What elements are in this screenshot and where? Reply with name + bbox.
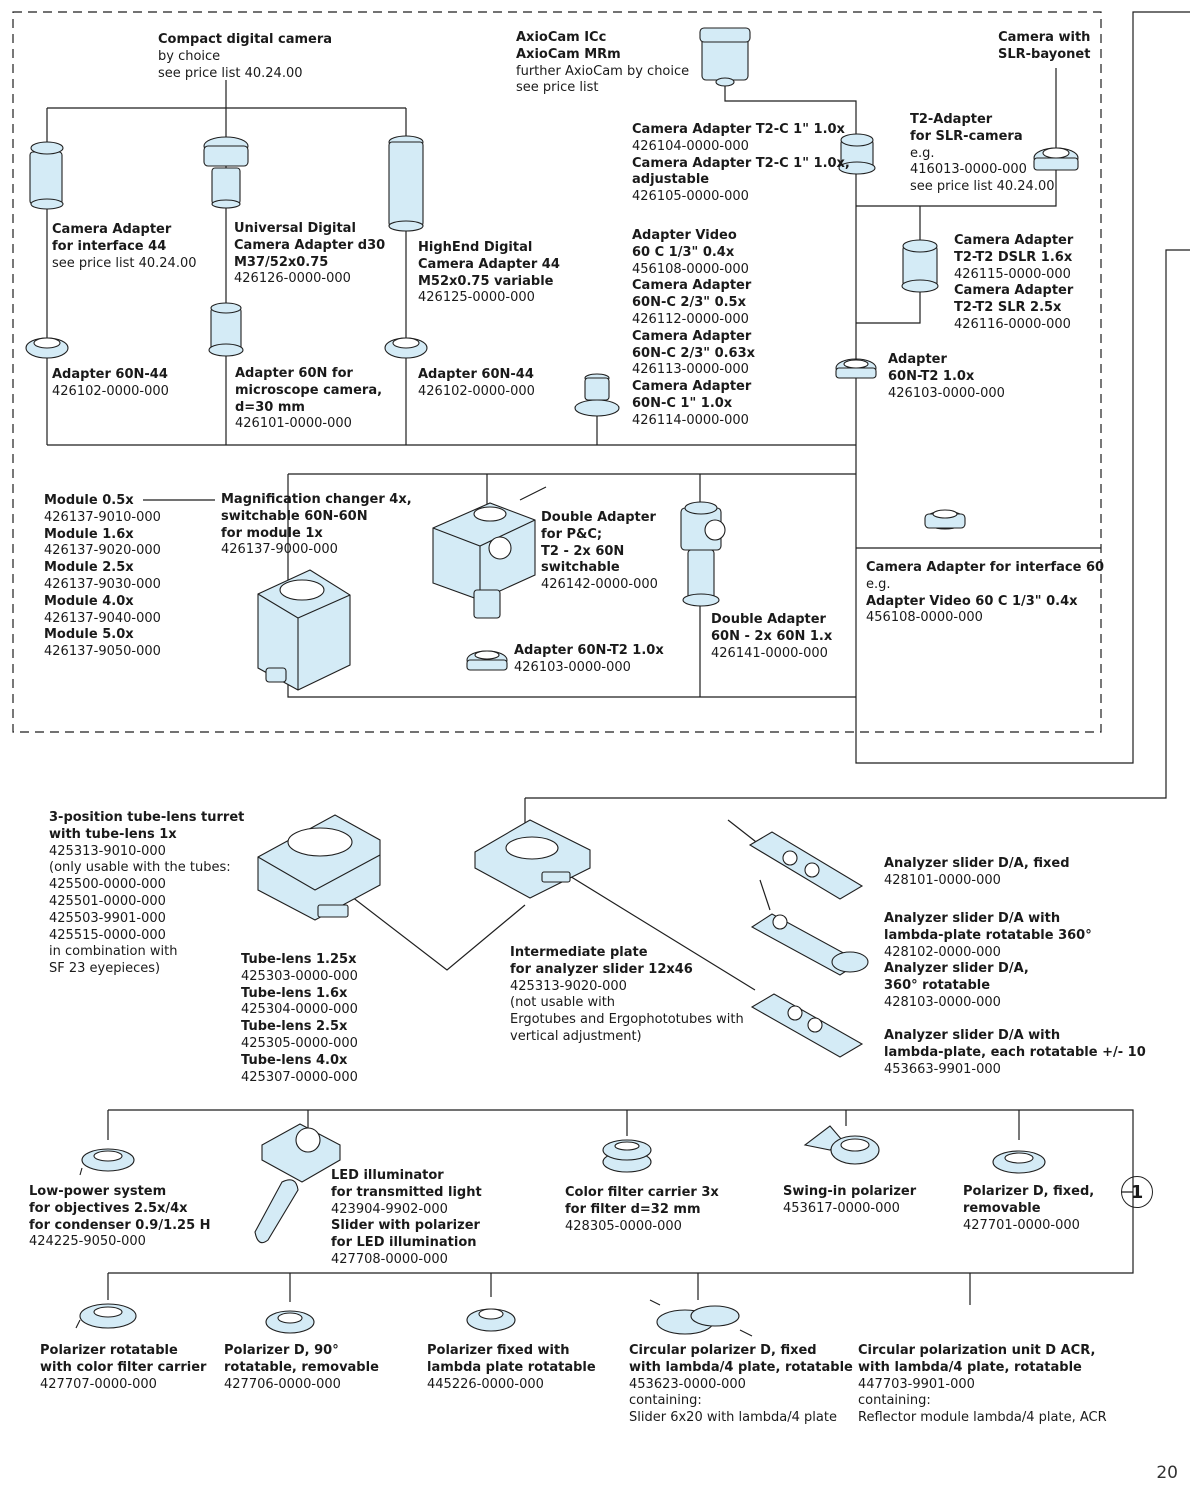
analyzer-lambda-rot-label: Analyzer slider D/A with lambda-plate ro…	[884, 911, 1092, 1010]
page-number: 20	[1156, 1463, 1178, 1483]
polarizer-bus-bottom	[107, 1192, 1134, 1305]
highend-camera-adapter-icon	[388, 135, 424, 232]
led-illuminator-icon	[254, 1123, 341, 1244]
tube-lenses-label: Tube-lens 1.25x 425303-0000-000 Tube-len…	[241, 952, 358, 1085]
camera-adapter-t2c-icon	[838, 133, 876, 175]
adapter-video-icon	[574, 373, 620, 417]
adapter-60n44-left-label: Adapter 60N-44 426102-0000-000	[52, 367, 169, 399]
tube-lens-turret-label: 3-position tube-lens turret with tube-le…	[49, 810, 245, 977]
camera-adapter-60-icon	[924, 509, 966, 530]
compact-camera-label: Compact digital camera by choice see pri…	[158, 32, 333, 81]
turret-branch	[329, 798, 771, 991]
polarizer-lambda-icon	[466, 1308, 516, 1332]
camera-adapter-44-icon	[29, 141, 64, 210]
adapter-60n-t2-top-icon	[835, 358, 877, 379]
polarizer-90-icon	[265, 1310, 315, 1334]
t2-adapter-slr-label: T2-Adapter for SLR-camera e.g. 416013-00…	[910, 112, 1055, 195]
camera-adapter-t2t2-icon	[901, 239, 939, 293]
double-adapter-60n-label: Double Adapter 60N - 2x 60N 1.x 426141-0…	[711, 612, 833, 661]
double-adapter-pc-label: Double Adapter for P&C; T2 - 2x 60N swit…	[541, 510, 658, 593]
adapter-video-group-label: Adapter Video 60 C 1/3" 0.4x 456108-0000…	[632, 228, 756, 428]
camera-adapter-60-label: Camera Adapter for interface 60 e.g. Ada…	[866, 560, 1105, 626]
adapter-60n44-mid-label: Adapter 60N-44 426102-0000-000	[418, 367, 535, 399]
adapter-60n-44-mid-icon	[384, 337, 428, 359]
circular-polarizer-d-label: Circular polarizer D, fixed with lambda/…	[629, 1343, 853, 1426]
camera-slr-label: Camera with SLR-bayonet	[998, 30, 1091, 62]
low-power-label: Low-power system for objectives 2.5x/4x …	[29, 1184, 211, 1250]
intermediate-plate-icon	[474, 819, 591, 899]
double-adapter-60n-icon	[680, 501, 726, 607]
axiocam-icon	[699, 27, 751, 87]
connector-right-1	[855, 11, 1190, 764]
adapter-60n-microscope-label: Adapter 60N for microscope camera, d=30 …	[235, 366, 383, 432]
analyzer-lambda-each-label: Analyzer slider D/A with lambda-plate, e…	[884, 1028, 1146, 1077]
universal-camera-adapter-label: Universal Digital Camera Adapter d30 M37…	[234, 221, 386, 287]
swing-polarizer-label: Swing-in polarizer 453617-0000-000	[783, 1184, 917, 1216]
circular-polarizer-d-icon	[649, 1299, 753, 1337]
polarizer-bus-top	[107, 1109, 1134, 1193]
intermediate-plate-label: Intermediate plate for analyzer slider 1…	[510, 945, 744, 1044]
color-filter-carrier-icon	[602, 1139, 652, 1173]
adapter-60n-t2-low-icon	[466, 650, 508, 671]
camera-adapter-44-label: Camera Adapter for interface 44 see pric…	[52, 222, 197, 271]
connector-right-2	[525, 249, 1190, 799]
polarizer-fixed-removable-icon	[992, 1150, 1046, 1174]
analyzer-lambda-rot-icon	[750, 913, 869, 976]
polarizer-fixed-removable-label: Polarizer D, fixed, removable 427701-000…	[963, 1184, 1095, 1233]
mag-changer-label: Magnification changer 4x, switchable 60N…	[221, 492, 412, 558]
led-illuminator-label: LED illuminator for transmitted light 42…	[331, 1168, 482, 1267]
polarizer-rot-color-icon	[75, 1303, 137, 1329]
double-adapter-pc-icon	[432, 486, 547, 619]
analyzer-lambda-each-icon	[750, 993, 864, 1058]
circular-polarization-acr-label: Circular polarization unit D ACR, with l…	[858, 1343, 1107, 1426]
polarizer-90-label: Polarizer D, 90° rotatable, removable 42…	[224, 1343, 379, 1392]
compact-camera-branch	[46, 80, 856, 446]
low-power-system-icon	[79, 1148, 135, 1176]
camera-adapter-t2t2-label: Camera Adapter T2-T2 DSLR 1.6x 426115-00…	[954, 233, 1074, 332]
adapter-60nt2-top-label: Adapter 60N-T2 1.0x 426103-0000-000	[888, 352, 1005, 401]
axiocam-label: AxioCam ICc AxioCam MRm further AxioCam …	[516, 30, 690, 96]
modules-label: Module 0.5x 426137-9010-000 Module 1.6x …	[44, 493, 161, 660]
magnification-changer-icon	[257, 569, 351, 691]
camera-adapter-t2c-label: Camera Adapter T2-C 1" 1.0x 426104-0000-…	[632, 122, 850, 205]
t2-adapter-slr-icon	[1033, 147, 1079, 171]
analyzer-fixed-label: Analyzer slider D/A, fixed 428101-0000-0…	[884, 856, 1070, 888]
universal-camera-adapter-icon	[203, 136, 249, 209]
polarizer-lambda-label: Polarizer fixed with lambda plate rotata…	[427, 1343, 596, 1392]
tube-lens-turret-icon	[257, 814, 381, 921]
analyzer-fixed-icon	[748, 831, 864, 900]
adapter-60nt2-low-label: Adapter 60N-T2 1.0x 426103-0000-000	[514, 643, 664, 675]
reference-marker: 1	[1121, 1176, 1153, 1208]
camera-system-boundary	[12, 11, 1102, 733]
adapter-60n-44-left-icon	[25, 337, 69, 359]
color-filter-carrier-label: Color filter carrier 3x for filter d=32 …	[565, 1185, 719, 1234]
swing-in-polarizer-icon	[803, 1125, 880, 1165]
highend-camera-adapter-label: HighEnd Digital Camera Adapter 44 M52x0.…	[418, 240, 560, 306]
adapter-60n-microscope-icon	[208, 302, 244, 357]
polarizer-rot-color-label: Polarizer rotatable with color filter ca…	[40, 1343, 207, 1392]
